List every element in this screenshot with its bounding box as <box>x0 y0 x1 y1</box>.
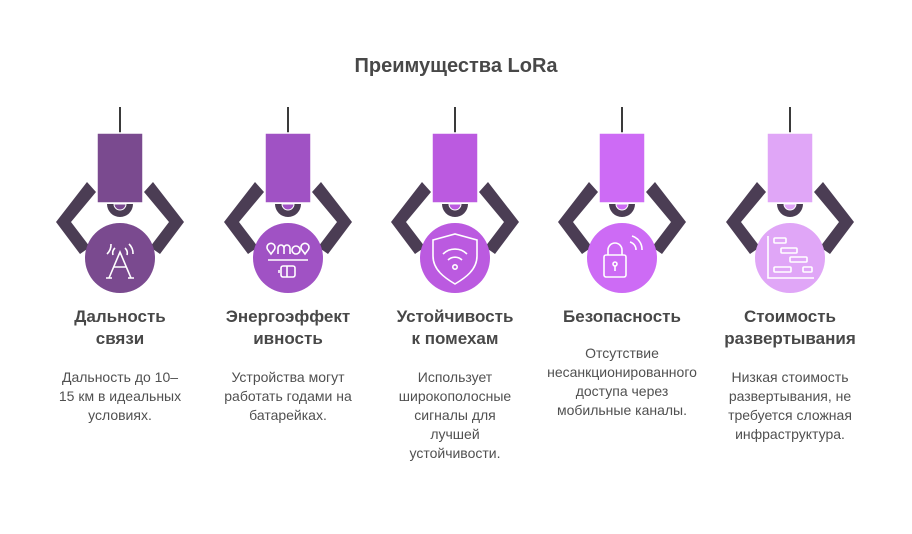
page-title: Преимущества LoRa <box>354 55 558 77</box>
claw-illustration <box>558 107 686 293</box>
claw-illustration <box>391 107 519 293</box>
advantage-heading: Безопасность <box>563 307 681 326</box>
gantt-chart-icon <box>767 236 814 279</box>
claw-illustration <box>726 107 854 293</box>
battery-sensor-icon <box>266 242 310 278</box>
claw-illustration <box>56 107 184 293</box>
lock-signal-icon <box>603 235 643 278</box>
claw-illustration <box>224 107 352 293</box>
antenna-icon <box>106 243 134 279</box>
shield-wifi-icon <box>432 233 478 285</box>
